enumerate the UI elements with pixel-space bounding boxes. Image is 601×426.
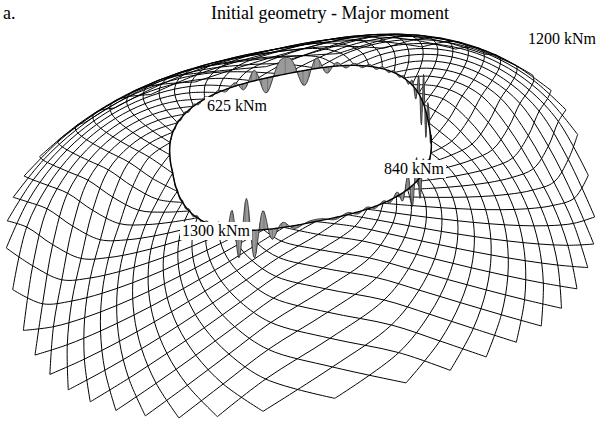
moment-outline bbox=[170, 57, 432, 258]
grid-member bbox=[355, 48, 589, 175]
moment-value: 1200 kNm bbox=[526, 30, 598, 48]
grid-member bbox=[419, 93, 544, 326]
grid-member bbox=[50, 222, 316, 375]
grid-members bbox=[6, 34, 594, 418]
grid-member bbox=[234, 34, 511, 87]
grid-member bbox=[76, 123, 178, 192]
grid-member bbox=[347, 215, 593, 246]
grid-member bbox=[67, 123, 177, 390]
grid-member bbox=[218, 227, 486, 357]
grid-member bbox=[423, 75, 533, 173]
grid-member bbox=[13, 92, 218, 289]
grid-member bbox=[23, 99, 204, 330]
grid-member bbox=[60, 48, 355, 138]
moment-fill bbox=[170, 57, 432, 258]
grid-member bbox=[116, 203, 383, 410]
grid-member bbox=[179, 189, 412, 418]
grid-member bbox=[90, 209, 367, 402]
grid-member bbox=[424, 104, 526, 342]
grid-member bbox=[100, 143, 170, 411]
grid-member bbox=[264, 230, 562, 309]
panel-letter: a. bbox=[3, 4, 16, 24]
grid-member bbox=[163, 202, 263, 411]
moment-hatch bbox=[302, 71, 303, 85]
moment-hatch bbox=[267, 78, 268, 92]
grid-member bbox=[93, 108, 173, 173]
moment-value: 625 kNm bbox=[205, 97, 269, 115]
moment-value: 840 kNm bbox=[382, 160, 446, 178]
grid-member bbox=[192, 218, 406, 383]
grid-member bbox=[263, 173, 442, 411]
grid-member bbox=[50, 114, 185, 374]
moment-diagram bbox=[170, 57, 432, 258]
grid-member bbox=[84, 132, 173, 402]
inner-edge-beam bbox=[170, 65, 432, 230]
grid-member bbox=[13, 72, 285, 198]
grid-member bbox=[284, 227, 577, 289]
grid-member bbox=[178, 211, 335, 398]
moment-hatch bbox=[412, 186, 413, 207]
moment-hatch bbox=[285, 57, 286, 74]
grid-member bbox=[412, 85, 562, 309]
grid-member bbox=[246, 230, 541, 326]
grid-member bbox=[316, 222, 588, 268]
grid-member bbox=[218, 35, 485, 93]
grid-member bbox=[206, 223, 451, 370]
grid-member bbox=[23, 230, 263, 331]
grid-member bbox=[232, 229, 517, 342]
figure-title: Initial geometry - Major moment bbox=[211, 4, 449, 24]
grid-member bbox=[58, 139, 183, 202]
moment-hatch bbox=[242, 84, 243, 90]
grid-member bbox=[85, 43, 370, 123]
moment-hatch bbox=[263, 211, 264, 229]
moment-value: 1300 kNm bbox=[180, 222, 252, 240]
grid-member bbox=[117, 155, 170, 416]
moment-hatch bbox=[272, 229, 273, 239]
grid-member bbox=[110, 95, 170, 155]
grid-member bbox=[133, 173, 179, 418]
